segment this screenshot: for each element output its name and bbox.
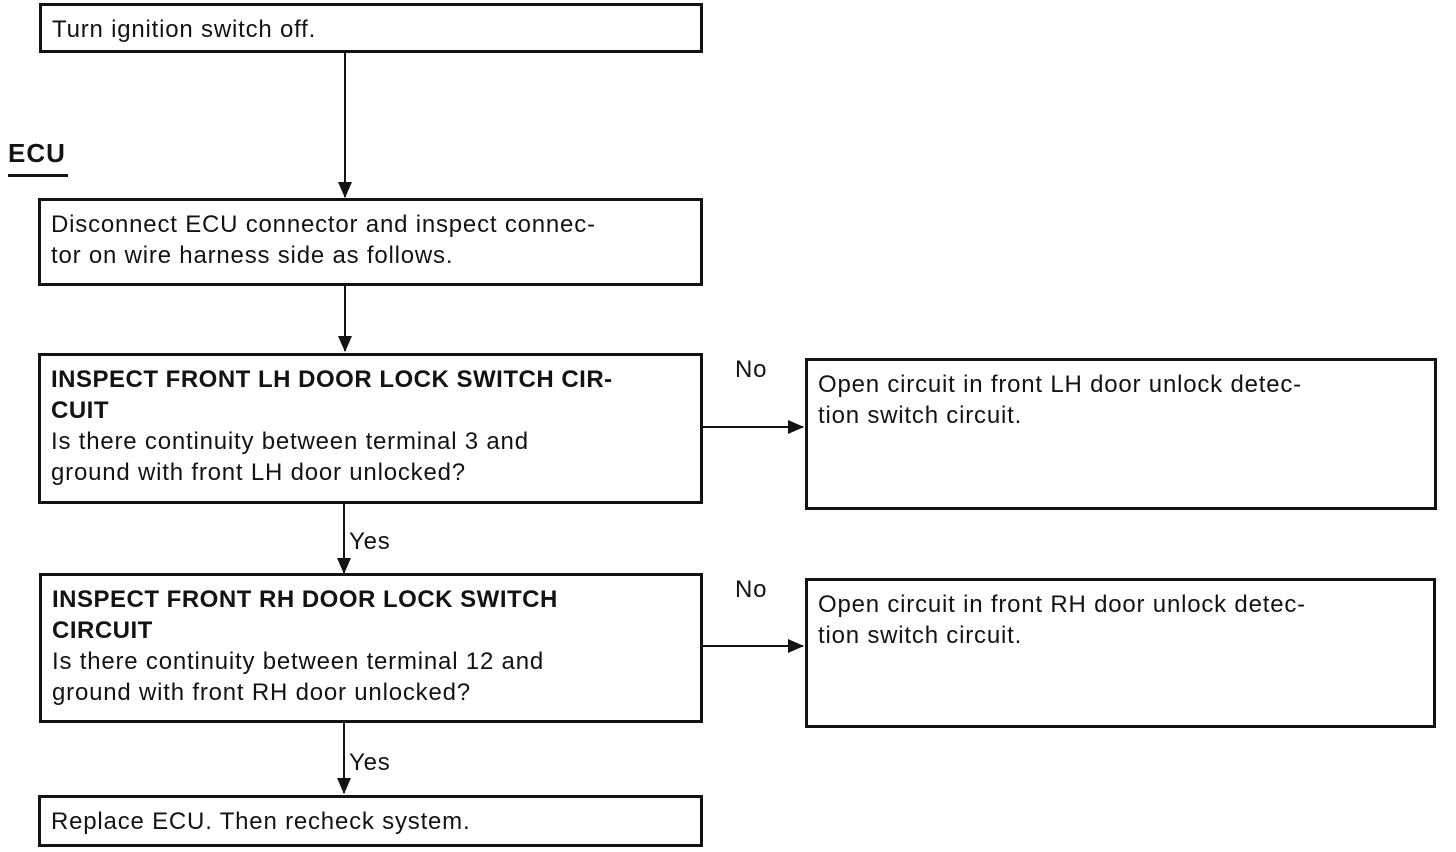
flow-arrow-down-icon: [338, 286, 352, 352]
step-text: Replace ECU. Then recheck system.: [51, 808, 471, 835]
flow-arrow-down-icon: [337, 504, 351, 574]
step-inspect-front-rh-door-lock-switch-circuit: INSPECT FRONT RH DOOR LOCK SWITCH CIRCUI…: [39, 573, 703, 723]
outcome-text-line: tion switch circuit.: [818, 622, 1023, 649]
step-disconnect-ecu-connector: Disconnect ECU connector and inspect con…: [38, 198, 703, 286]
step-replace-ecu: Replace ECU. Then recheck system.: [38, 795, 703, 847]
branch-label-yes: Yes: [349, 749, 391, 776]
step-title-line: INSPECT FRONT RH DOOR LOCK SWITCH: [52, 586, 558, 613]
step-text-line: tor on wire harness side as follows.: [51, 242, 454, 269]
branch-label-yes: Yes: [349, 528, 391, 555]
outcome-open-circuit-lh: Open circuit in front LH door unlock det…: [805, 358, 1437, 510]
outcome-text-line: tion switch circuit.: [818, 402, 1023, 429]
step-question-line: Is there continuity between terminal 3 a…: [51, 428, 529, 455]
flow-arrow-down-icon: [337, 723, 351, 794]
step-turn-ignition-off: Turn ignition switch off.: [39, 3, 703, 53]
outcome-text-line: Open circuit in front RH door unlock det…: [818, 591, 1306, 618]
flow-arrow-down-icon: [338, 53, 352, 198]
step-question-line: ground with front LH door unlocked?: [51, 459, 466, 486]
step-question-line: Is there continuity between terminal 12 …: [52, 648, 545, 675]
step-text: Turn ignition switch off.: [52, 16, 317, 43]
step-question-line: ground with front RH door unlocked?: [52, 679, 471, 706]
step-inspect-front-lh-door-lock-switch-circuit: INSPECT FRONT LH DOOR LOCK SWITCH CIR- C…: [38, 353, 703, 504]
flow-arrow-right-icon: [703, 420, 804, 434]
step-title-line: CIRCUIT: [52, 617, 153, 644]
outcome-open-circuit-rh: Open circuit in front RH door unlock det…: [805, 578, 1436, 728]
step-text-line: Disconnect ECU connector and inspect con…: [51, 211, 596, 238]
outcome-text-line: Open circuit in front LH door unlock det…: [818, 371, 1302, 398]
step-title-line: INSPECT FRONT LH DOOR LOCK SWITCH CIR-: [51, 366, 613, 393]
flow-arrow-right-icon: [703, 639, 804, 653]
section-label-ecu: ECU: [8, 138, 68, 177]
step-title-line: CUIT: [51, 397, 109, 424]
branch-label-no: No: [735, 356, 768, 383]
branch-label-no: No: [735, 576, 768, 603]
